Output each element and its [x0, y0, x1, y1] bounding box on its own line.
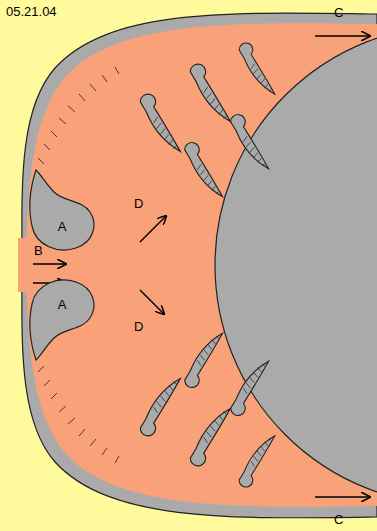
- flow-letter: C: [334, 6, 343, 19]
- date-stamp: 05.21.04: [6, 5, 57, 18]
- flow-letter: B: [34, 244, 43, 257]
- flow-letter: C: [334, 513, 343, 526]
- flow-letter: D: [134, 197, 143, 210]
- vortex-blob: A: [24, 168, 100, 254]
- region-letter: A: [58, 220, 67, 233]
- vortex-blob: A: [24, 276, 100, 362]
- region-letter: A: [58, 298, 67, 311]
- blob-outline: [24, 168, 100, 254]
- blob-outline: [24, 276, 100, 362]
- flow-letter: D: [134, 320, 143, 333]
